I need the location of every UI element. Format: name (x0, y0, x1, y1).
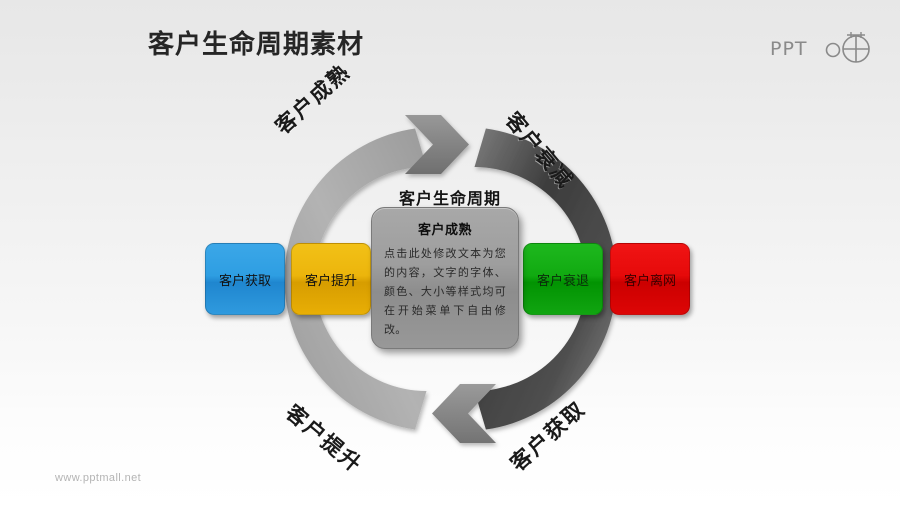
footer-url: www.pptmall.net (55, 472, 142, 484)
ring-arc-left (284, 128, 427, 430)
brand-logo-text: PPT (770, 38, 808, 60)
stage-box-uplift-label: 客户提升 (304, 272, 357, 288)
center-card-title: 客户成熟 (417, 222, 472, 237)
stage-box-churn[interactable]: 客户离网 (610, 243, 690, 315)
page-title: 客户生命周期素材 (148, 29, 365, 59)
stage-box-decline-label: 客户衰退 (536, 272, 589, 288)
pptmall-circle-logo-icon (825, 32, 870, 63)
cycle-center-heading: 客户生命周期 (398, 191, 501, 208)
stage-box-decline[interactable]: 客户衰退 (523, 243, 603, 315)
stage-box-churn-label: 客户离网 (623, 272, 676, 288)
stage-box-acquire[interactable]: 客户获取 (205, 243, 285, 315)
ring-arc-right (474, 128, 617, 430)
brand-logo: PPT (770, 26, 878, 66)
ring-arrow-bottom (432, 384, 496, 443)
center-card-body[interactable]: 点击此处修改文本为您的内容，文字的字体、颜色、大小等样式均可在开始菜单下自由修改… (384, 248, 506, 336)
cycle-ring-graphic (283, 100, 618, 458)
stage-box-uplift[interactable]: 客户提升 (291, 243, 371, 315)
ring-arrow-top (405, 115, 469, 174)
stage-box-acquire-label: 客户获取 (218, 272, 271, 288)
cycle-center-card[interactable]: 客户成熟 点击此处修改文本为您的内容，文字的字体、颜色、大小等样式均可在开始菜单… (371, 207, 519, 349)
